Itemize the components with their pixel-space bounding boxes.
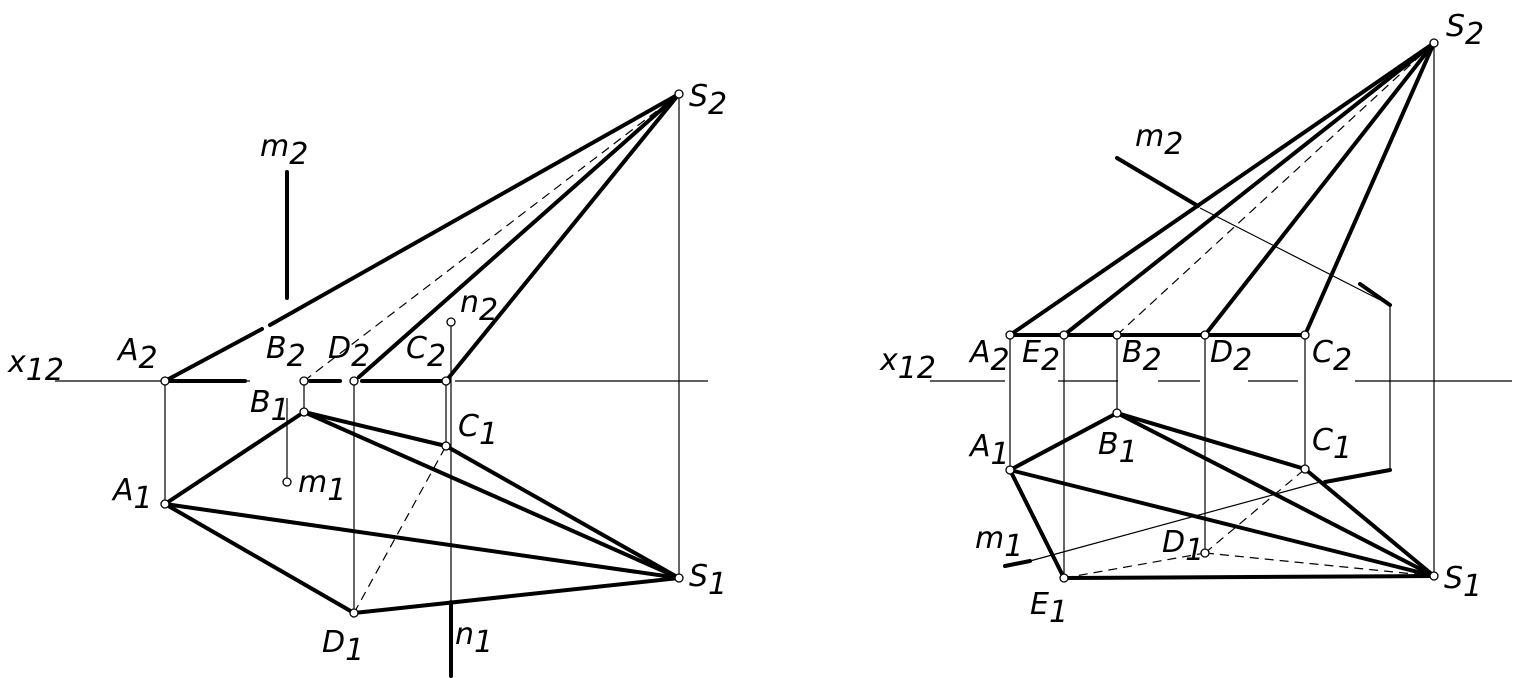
left-point-s1 [674, 573, 684, 583]
right-label-m1: m1 [975, 521, 1023, 564]
right-point-a1 [1005, 465, 1015, 475]
right-label-d2: D2 [1210, 335, 1252, 378]
right-hidden-edge-e1d1 [1063, 552, 1206, 579]
left-point-d1 [349, 608, 359, 618]
left-point-m1 [282, 477, 292, 487]
left-edge-b1c1 [302, 410, 448, 448]
left-label-s2: S2 [689, 79, 727, 122]
left-drawing: x12 S2 A2 B2 D2 C2 n2 m2 B1 C1 A1 m1 S1 … [7, 79, 727, 678]
left-label-a1: A1 [111, 473, 153, 516]
left-label-n2: n2 [460, 285, 498, 328]
left-edge-a1b1 [163, 410, 306, 506]
right-point-a2 [1005, 330, 1015, 340]
right-label-a1: A1 [968, 429, 1010, 472]
right-m1-thick-right [1323, 468, 1392, 484]
right-point-d2 [1200, 330, 1210, 340]
right-label-c2: C2 [1312, 335, 1352, 378]
left-label-n1: n1 [455, 617, 493, 660]
left-label-b2: B2 [266, 331, 306, 374]
left-point-a1 [160, 499, 170, 509]
right-label-m2: m2 [1135, 119, 1183, 162]
left-edge-c1s1 [444, 444, 681, 580]
right-label-d1: D1 [1162, 525, 1204, 568]
right-m1-thick-left [1003, 559, 1032, 568]
right-m2-thin [1199, 207, 1391, 306]
left-point-b1 [299, 407, 309, 417]
right-edge-a2s2 [1008, 41, 1436, 337]
left-label-m2: m2 [260, 129, 308, 172]
right-m2-thick-upper [1115, 156, 1200, 208]
left-label-m1: m1 [298, 465, 346, 508]
right-point-b2 [1112, 330, 1122, 340]
right-axis-label: x12 [879, 343, 936, 386]
left-label-c1: C1 [458, 409, 498, 452]
left-hidden-edge-b2s2 [303, 93, 680, 382]
right-edge-e1s1 [1062, 574, 1436, 580]
right-edge-d2s2 [1203, 41, 1436, 337]
right-point-e1 [1059, 573, 1069, 583]
left-point-a2 [160, 376, 170, 386]
right-label-e1: E1 [1030, 587, 1068, 630]
right-edge-b1s1 [1115, 411, 1436, 578]
left-edge-a2s2-lower [163, 327, 264, 383]
right-edge-c1s1 [1303, 467, 1436, 578]
right-hidden-edge-b2s2 [1116, 42, 1435, 336]
left-axis-label: x12 [7, 345, 64, 388]
left-point-c2 [441, 376, 451, 386]
right-label-s1: S1 [1444, 561, 1482, 604]
right-drawing: x12 S2 m2 A2 E2 B2 D2 C2 A1 B1 C1 m1 D1 … [879, 9, 1512, 630]
right-edge-b1c1 [1115, 411, 1307, 471]
left-edge-a1s1 [163, 502, 681, 580]
left-label-d2: D2 [328, 331, 370, 374]
left-edge-c2s2 [444, 92, 681, 383]
right-point-c2 [1300, 330, 1310, 340]
left-label-a2: A2 [116, 333, 158, 376]
right-m1-thin [1029, 481, 1321, 562]
right-edge-a1e1 [1008, 468, 1066, 580]
left-edge-d2s2 [357, 92, 681, 379]
right-point-e2 [1059, 330, 1069, 340]
right-edge-c2s2 [1303, 41, 1436, 337]
right-label-e2: E2 [1022, 335, 1060, 378]
right-point-b1 [1112, 408, 1122, 418]
left-point-s2 [674, 89, 684, 99]
right-label-b2: B2 [1122, 335, 1162, 378]
right-label-a2: A2 [968, 335, 1010, 378]
left-point-d2 [349, 376, 359, 386]
right-edge-a1b1 [1008, 411, 1119, 472]
left-label-b1: B1 [250, 385, 290, 428]
right-hidden-edge-d1s1 [1204, 552, 1435, 577]
right-point-s1 [1429, 571, 1439, 581]
right-point-s2 [1429, 38, 1439, 48]
right-point-d1 [1200, 548, 1210, 558]
left-edge-a2s2-upper [268, 92, 681, 327]
left-edge-a1d1 [163, 502, 356, 615]
right-edge-a1s1 [1008, 468, 1436, 578]
right-point-c1 [1300, 464, 1310, 474]
left-hidden-edge-d1c1 [353, 445, 447, 614]
right-m2-thick-lower [1358, 282, 1392, 307]
right-label-s2: S2 [1446, 9, 1484, 52]
left-point-b2 [299, 376, 309, 386]
left-label-s1: S1 [689, 559, 727, 602]
right-label-c1: C1 [1312, 423, 1352, 466]
left-point-n2 [446, 317, 456, 327]
left-point-c1 [441, 441, 451, 451]
left-label-d1: D1 [322, 625, 364, 668]
right-label-b1: B1 [1098, 427, 1138, 470]
right-hidden-edge-d1c1 [1204, 468, 1306, 554]
left-edge-b1s1 [302, 410, 681, 580]
left-label-c2: C2 [406, 331, 446, 374]
right-edge-e2s2 [1062, 41, 1436, 337]
left-edge-d1s1 [352, 576, 681, 615]
